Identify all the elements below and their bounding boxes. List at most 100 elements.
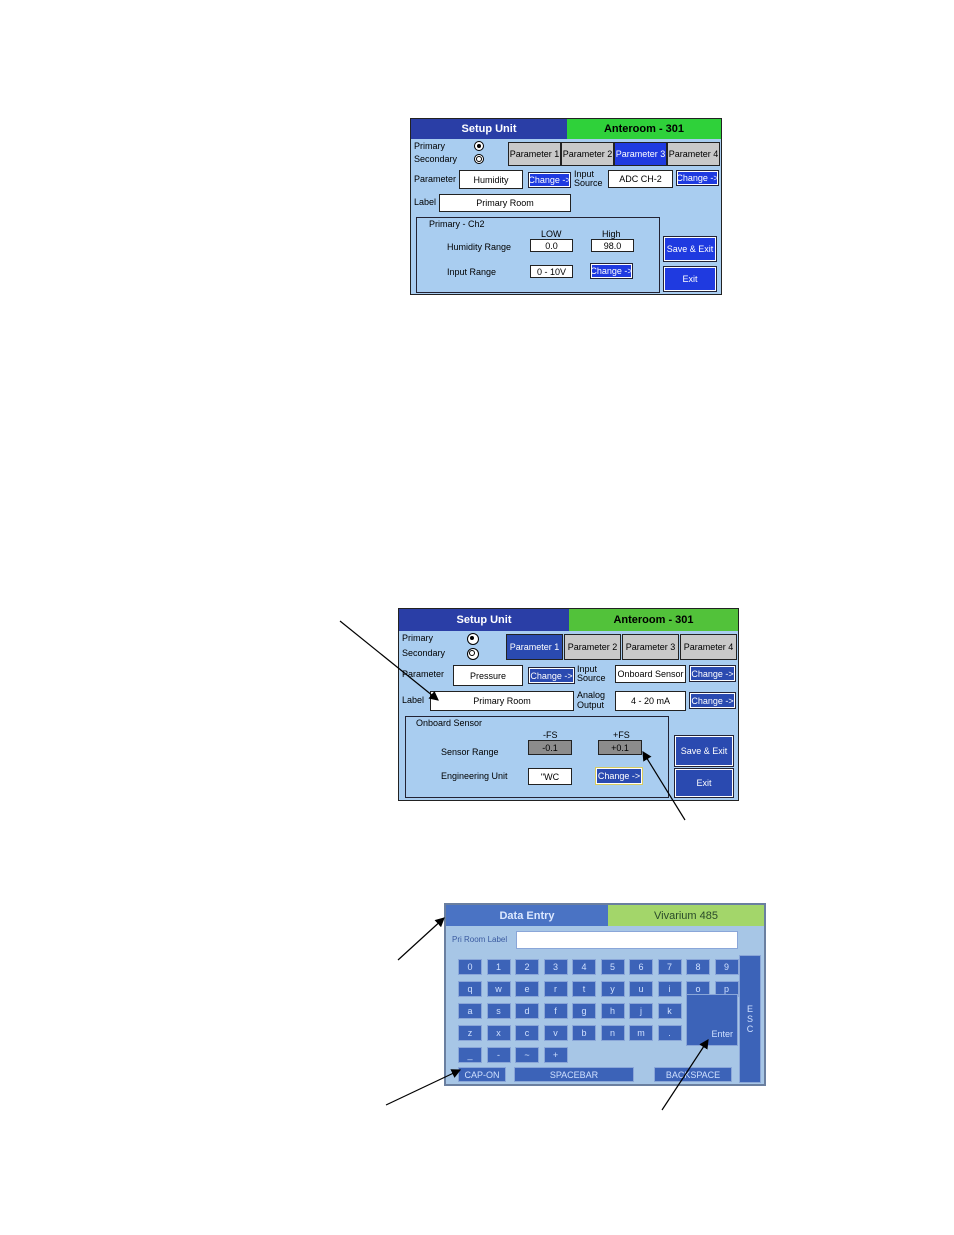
tab-parameter-1[interactable]: Parameter 1 bbox=[508, 142, 561, 166]
key-period[interactable]: . bbox=[657, 1025, 682, 1041]
key-k[interactable]: k bbox=[657, 1003, 682, 1019]
key-d[interactable]: d bbox=[515, 1003, 539, 1019]
engineering-unit-change-button[interactable]: Change -> bbox=[595, 767, 643, 785]
tab-parameter-4[interactable]: Parameter 4 bbox=[680, 634, 737, 660]
esc-key-label-e: E bbox=[746, 1004, 753, 1014]
input-source-value: ADC CH-2 bbox=[608, 170, 673, 188]
key-v[interactable]: v bbox=[543, 1025, 568, 1041]
data-entry-screen: Data Entry Vivarium 485 Pri Room Label 0… bbox=[444, 903, 766, 1086]
sensor-range-pos-value: +0.1 bbox=[598, 740, 642, 755]
key-9[interactable]: 9 bbox=[714, 959, 739, 975]
save-exit-button[interactable]: Save & Exit bbox=[663, 236, 717, 262]
save-exit-button[interactable]: Save & Exit bbox=[674, 735, 734, 767]
primary-radio[interactable] bbox=[474, 141, 484, 151]
key-b[interactable]: b bbox=[572, 1025, 596, 1041]
key-2[interactable]: 2 bbox=[515, 959, 539, 975]
key-g[interactable]: g bbox=[572, 1003, 596, 1019]
analog-output-value: 4 - 20 mA bbox=[615, 691, 686, 711]
exit-button[interactable]: Exit bbox=[674, 768, 734, 798]
secondary-radio[interactable] bbox=[474, 154, 484, 164]
key-6[interactable]: 6 bbox=[629, 959, 653, 975]
tab-parameter-2[interactable]: Parameter 2 bbox=[561, 142, 614, 166]
setup-unit-screen-parameter-1: Setup Unit Anteroom - 301 Primary Second… bbox=[398, 608, 739, 801]
secondary-label: Secondary bbox=[402, 648, 446, 658]
setup-unit-screen-parameter-3: Setup Unit Anteroom - 301 Primary Second… bbox=[410, 118, 722, 295]
tab-parameter-1[interactable]: Parameter 1 bbox=[506, 634, 563, 660]
key-t[interactable]: t bbox=[572, 981, 596, 997]
key-x[interactable]: x bbox=[486, 1025, 511, 1041]
group-title: Primary - Ch2 bbox=[429, 219, 485, 229]
tab-parameter-3[interactable]: Parameter 3 bbox=[614, 142, 667, 166]
key-j[interactable]: j bbox=[629, 1003, 653, 1019]
key-1[interactable]: 1 bbox=[486, 959, 511, 975]
label-value[interactable]: Primary Room bbox=[439, 194, 571, 212]
key-tilde[interactable]: ~ bbox=[515, 1047, 539, 1063]
parameter-label: Parameter bbox=[414, 174, 457, 184]
field-label: Pri Room Label bbox=[452, 935, 508, 944]
input-source-change-button[interactable]: Change -> bbox=[689, 665, 736, 682]
key-plus[interactable]: + bbox=[543, 1047, 568, 1063]
group-title: Onboard Sensor bbox=[416, 718, 483, 728]
high-header: High bbox=[602, 229, 621, 239]
key-underscore[interactable]: _ bbox=[458, 1047, 482, 1063]
key-y[interactable]: y bbox=[600, 981, 625, 997]
primary-radio[interactable] bbox=[467, 633, 479, 645]
key-w[interactable]: w bbox=[486, 981, 511, 997]
esc-key[interactable]: E S C bbox=[739, 955, 761, 1083]
analog-output-change-button[interactable]: Change -> bbox=[689, 692, 736, 709]
key-7[interactable]: 7 bbox=[657, 959, 682, 975]
key-z[interactable]: z bbox=[458, 1025, 482, 1041]
tab-parameter-4[interactable]: Parameter 4 bbox=[667, 142, 720, 166]
arrow-to-data-entry-title bbox=[397, 917, 445, 961]
key-q[interactable]: q bbox=[458, 981, 482, 997]
label-value[interactable]: Primary Room bbox=[430, 691, 574, 711]
exit-button[interactable]: Exit bbox=[663, 266, 717, 292]
humidity-high-value[interactable]: 98.0 bbox=[591, 239, 634, 252]
key-r[interactable]: r bbox=[543, 981, 568, 997]
humidity-range-label: Humidity Range bbox=[447, 242, 512, 252]
parameter-change-button[interactable]: Change -> bbox=[528, 667, 575, 684]
screen-title: Setup Unit bbox=[399, 609, 569, 631]
arrow-to-cap-on bbox=[385, 1069, 462, 1106]
enter-key[interactable]: Enter bbox=[686, 994, 738, 1046]
input-source-value: Onboard Sensor bbox=[615, 665, 686, 683]
spacebar-key[interactable]: SPACEBAR bbox=[514, 1067, 634, 1082]
key-3[interactable]: 3 bbox=[543, 959, 568, 975]
key-s[interactable]: s bbox=[486, 1003, 511, 1019]
pos-fs-header: +FS bbox=[613, 730, 630, 740]
pri-room-label-input[interactable] bbox=[516, 931, 738, 949]
secondary-radio[interactable] bbox=[467, 648, 479, 660]
engineering-unit-label: Engineering Unit bbox=[441, 771, 508, 781]
key-minus[interactable]: - bbox=[486, 1047, 511, 1063]
key-8[interactable]: 8 bbox=[686, 959, 710, 975]
key-i[interactable]: i bbox=[657, 981, 682, 997]
key-c[interactable]: c bbox=[515, 1025, 539, 1041]
key-h[interactable]: h bbox=[600, 1003, 625, 1019]
label-label: Label bbox=[402, 695, 425, 705]
key-e[interactable]: e bbox=[515, 981, 539, 997]
key-n[interactable]: n bbox=[600, 1025, 625, 1041]
key-4[interactable]: 4 bbox=[572, 959, 596, 975]
humidity-low-value[interactable]: 0.0 bbox=[530, 239, 573, 252]
backspace-key[interactable]: BACKSPACE bbox=[654, 1067, 732, 1082]
secondary-label: Secondary bbox=[414, 154, 458, 164]
input-source-change-button[interactable]: Change -> bbox=[676, 170, 719, 186]
parameter-label: Parameter bbox=[402, 669, 445, 679]
tab-parameter-3[interactable]: Parameter 3 bbox=[622, 634, 679, 660]
enter-key-label: Enter bbox=[711, 1029, 733, 1039]
esc-key-label-s: S bbox=[746, 1014, 753, 1024]
key-p[interactable]: p bbox=[714, 981, 739, 997]
key-f[interactable]: f bbox=[543, 1003, 568, 1019]
key-0[interactable]: 0 bbox=[458, 959, 482, 975]
tab-parameter-2[interactable]: Parameter 2 bbox=[564, 634, 621, 660]
key-m[interactable]: m bbox=[629, 1025, 653, 1041]
arrow-to-enter bbox=[661, 1038, 709, 1111]
parameter-change-button[interactable]: Change -> bbox=[528, 172, 571, 188]
key-5[interactable]: 5 bbox=[600, 959, 625, 975]
key-a[interactable]: a bbox=[458, 1003, 482, 1019]
input-range-change-button[interactable]: Change -> bbox=[590, 263, 633, 279]
primary-label: Primary bbox=[414, 141, 445, 151]
key-u[interactable]: u bbox=[629, 981, 653, 997]
low-header: LOW bbox=[541, 229, 562, 239]
